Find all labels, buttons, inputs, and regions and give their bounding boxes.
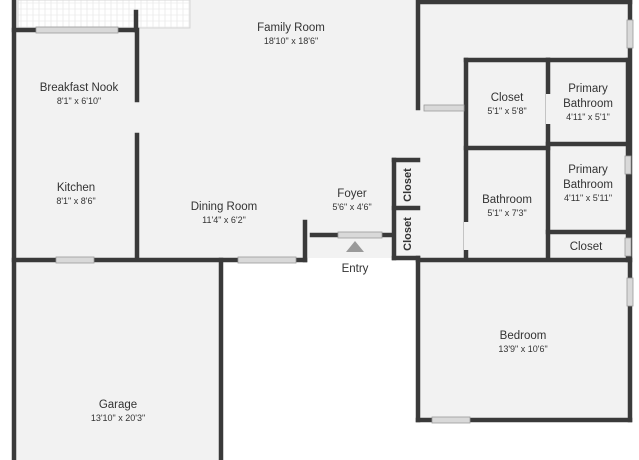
room-name: Bathroom bbox=[482, 194, 532, 206]
room-dining-room: Dining Room 11'4" x 6'2" bbox=[191, 201, 257, 225]
room-dims: 4'11" x 5'11" bbox=[564, 193, 612, 203]
floor-right-top bbox=[418, 0, 630, 58]
walls bbox=[11, 0, 633, 460]
window-bedroom-right bbox=[626, 277, 634, 307]
room-foyer: Foyer 5'6" x 4'6" bbox=[332, 188, 371, 212]
entry-label: Entry bbox=[342, 263, 369, 275]
opening-closet-upper bbox=[416, 170, 421, 200]
window-dining bbox=[237, 256, 297, 264]
room-dims: 11'4" x 6'2" bbox=[202, 215, 246, 225]
window-patio bbox=[35, 26, 119, 34]
room-name-line1: Primary bbox=[568, 83, 608, 95]
opening-hall bbox=[416, 126, 421, 156]
opening-closet-right bbox=[546, 94, 551, 124]
room-name: Dining Room bbox=[191, 201, 257, 213]
room-primary-bathroom-2: Primary Bathroom 4'11" x 5'11" bbox=[563, 164, 613, 203]
room-dims: 5'1" x 5'8" bbox=[487, 106, 526, 116]
room-labels: Family Room 18'10" x 18'6" Breakfast Noo… bbox=[40, 22, 613, 423]
room-name: Foyer bbox=[337, 188, 367, 200]
window-closet-right bbox=[624, 237, 632, 257]
floor-closet-bath bbox=[468, 62, 546, 146]
floor-closet-small bbox=[550, 234, 630, 258]
room-primary-bathroom-1: Primary Bathroom 4'11" x 5'1" bbox=[563, 83, 613, 122]
floor-areas bbox=[14, 0, 630, 460]
room-name-line2: Bathroom bbox=[563, 98, 613, 110]
floor-hall bbox=[418, 58, 468, 258]
room-name: Closet bbox=[491, 92, 524, 104]
floor-bedroom bbox=[418, 262, 630, 422]
room-name-line2: Bathroom bbox=[563, 179, 613, 191]
room-family-room: Family Room 18'10" x 18'6" bbox=[257, 22, 325, 46]
window-hall bbox=[423, 104, 465, 112]
room-bathroom: Bathroom 5'1" x 7'3" bbox=[482, 194, 532, 218]
room-dims: 13'9" x 10'6" bbox=[498, 344, 547, 354]
floor-closet-upper bbox=[396, 162, 418, 206]
room-closet-upper: Closet bbox=[402, 168, 414, 202]
room-kitchen: Kitchen 8'1" x 8'6" bbox=[56, 182, 95, 206]
room-name: Garage bbox=[99, 399, 137, 411]
room-name: Family Room bbox=[257, 22, 325, 34]
floor-closet-lower bbox=[396, 210, 418, 256]
window-primary-right bbox=[624, 155, 632, 175]
room-dims: 18'10" x 18'6" bbox=[264, 36, 318, 46]
window-kitchen bbox=[55, 256, 95, 264]
opening-bath-left bbox=[464, 222, 469, 250]
window-bedroom bbox=[431, 416, 471, 424]
door-foyer bbox=[337, 231, 383, 239]
room-dims: 5'1" x 7'3" bbox=[487, 208, 526, 218]
room-name: Breakfast Nook bbox=[40, 82, 119, 94]
opening-closet-lower bbox=[416, 218, 421, 250]
room-dims: 8'1" x 6'10" bbox=[57, 96, 101, 106]
room-dims: 8'1" x 8'6" bbox=[56, 196, 95, 206]
room-breakfast-nook: Breakfast Nook 8'1" x 6'10" bbox=[40, 82, 119, 106]
room-closet-lower: Closet bbox=[402, 217, 414, 251]
floor-bathroom bbox=[468, 150, 546, 258]
floor-primary-bath-1 bbox=[550, 62, 626, 142]
room-name: Bedroom bbox=[500, 330, 547, 342]
room-name: Kitchen bbox=[57, 182, 95, 194]
room-closet-small: Closet bbox=[570, 241, 603, 253]
floor-primary-bath-2 bbox=[550, 146, 626, 230]
wall-openings bbox=[416, 94, 551, 250]
room-garage: Garage 13'10" x 20'3" bbox=[91, 399, 145, 423]
patio-hatch bbox=[17, 0, 191, 29]
room-name-line1: Primary bbox=[568, 164, 608, 176]
windows bbox=[35, 19, 634, 424]
floor-garage bbox=[14, 262, 221, 460]
room-dims: 13'10" x 20'3" bbox=[91, 413, 145, 423]
room-closet-bath: Closet 5'1" x 5'8" bbox=[487, 92, 526, 116]
window-top-right bbox=[626, 19, 634, 49]
room-bedroom: Bedroom 13'9" x 10'6" bbox=[498, 330, 547, 354]
room-dims: 5'6" x 4'6" bbox=[332, 202, 371, 212]
room-dims: 4'11" x 5'1" bbox=[566, 112, 610, 122]
entry-arrow-icon bbox=[346, 241, 364, 252]
floor-main-left bbox=[14, 0, 418, 258]
